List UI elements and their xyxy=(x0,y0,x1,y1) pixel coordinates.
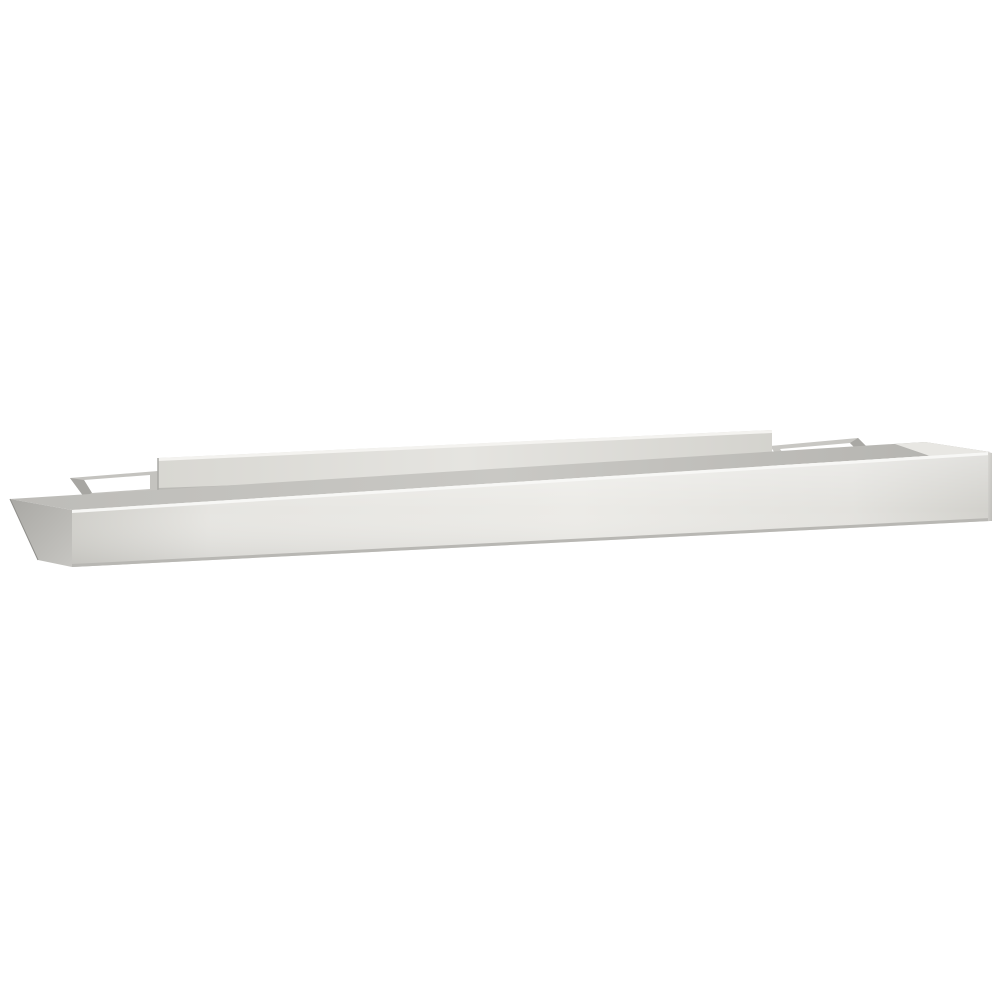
bar-front-face xyxy=(72,452,990,567)
mounting-frame-left xyxy=(70,471,158,497)
bar-end-cap-right xyxy=(988,452,992,521)
bar-top-face xyxy=(10,442,990,510)
bar-end-cap-left xyxy=(9,498,72,567)
